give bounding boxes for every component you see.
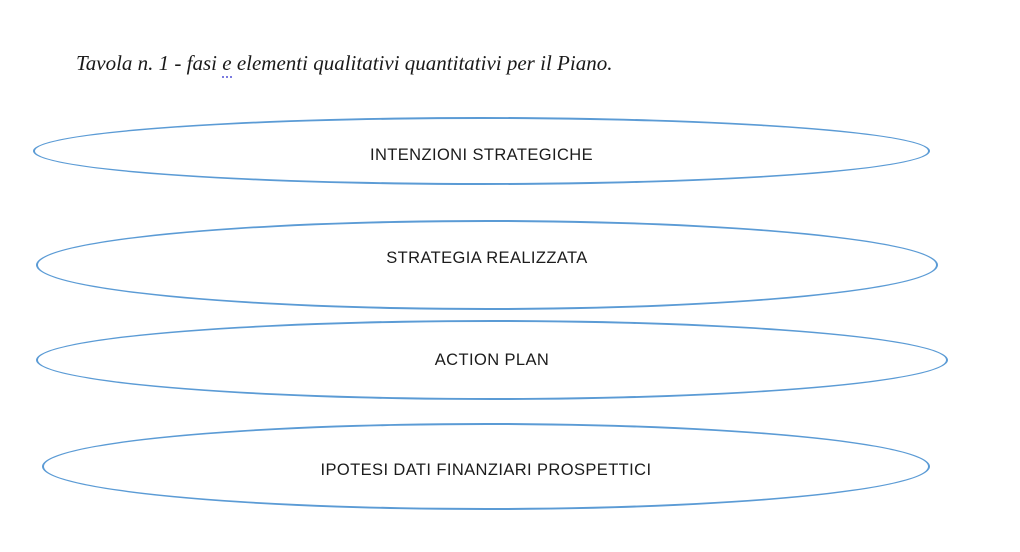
phase-label: ACTION PLAN: [434, 350, 550, 369]
phase-label: INTENZIONI STRATEGICHE: [369, 145, 593, 164]
caption-text-before: Tavola n. 1 - fasi: [76, 51, 223, 76]
phase-ellipse-strategia-realizzata: STRATEGIA REALIZZATA: [36, 220, 938, 310]
phase-label: IPOTESI DATI FINANZIARI PROSPETTICI: [320, 460, 652, 479]
grammar-flagged-word: e: [222, 51, 232, 79]
phase-ellipse-action-plan: ACTION PLAN: [36, 320, 948, 400]
phase-ellipse-intenzioni-strategiche: INTENZIONI STRATEGICHE: [33, 117, 930, 185]
caption-text-after: elementi qualitativi quantitativi per il…: [231, 51, 613, 76]
phase-label: STRATEGIA REALIZZATA: [386, 249, 588, 267]
phase-ellipse-ipotesi-dati-finanziari: IPOTESI DATI FINANZIARI PROSPETTICI: [42, 423, 930, 510]
figure-caption: Tavola n. 1 - fasi e elementi qualitativ…: [55, 21, 612, 106]
